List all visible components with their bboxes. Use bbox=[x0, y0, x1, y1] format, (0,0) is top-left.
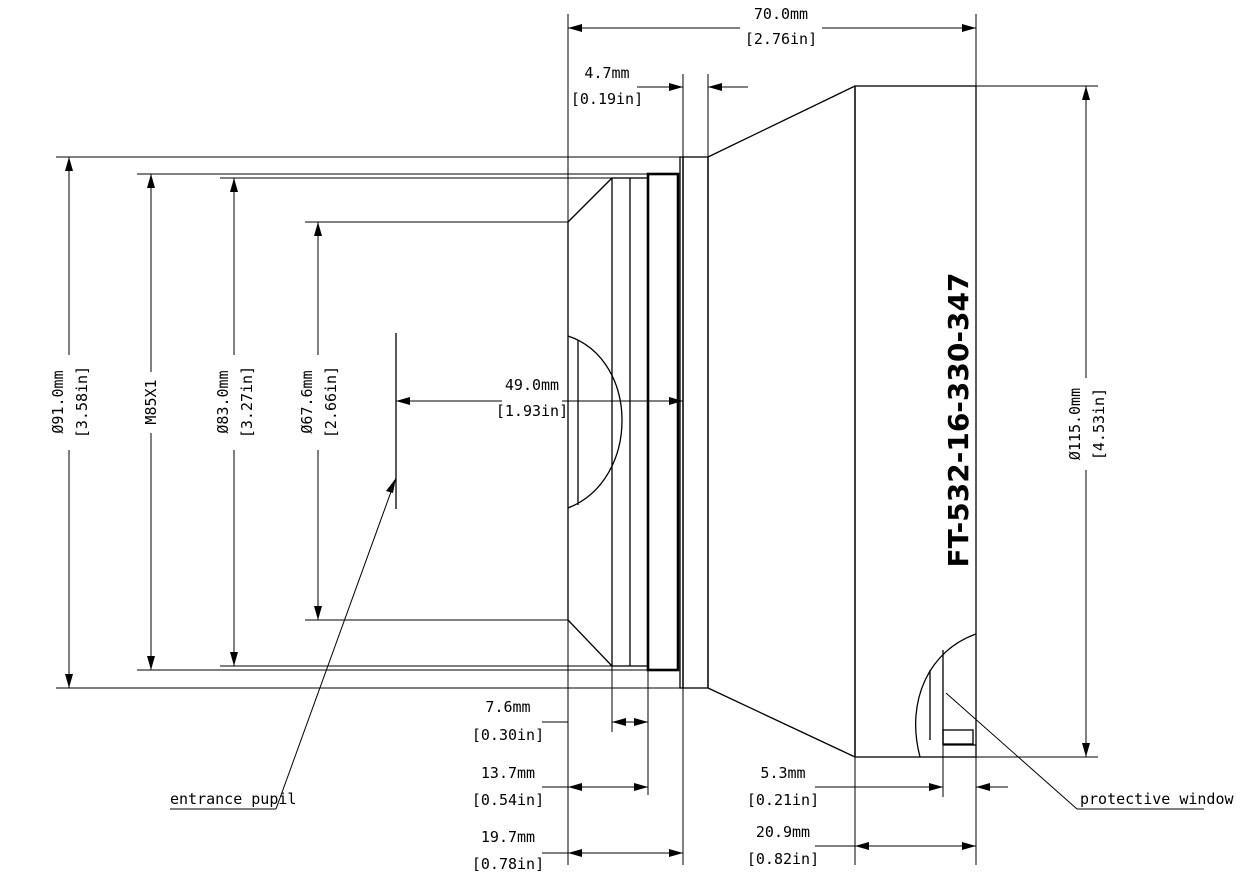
len-19-7-mm: 19.7mm bbox=[481, 828, 535, 846]
thread-label: M85X1 bbox=[142, 379, 160, 424]
len-5-3-in: [0.21in] bbox=[747, 791, 819, 809]
overall-length-in: [2.76in] bbox=[745, 30, 817, 48]
flange-gap-mm: 4.7mm bbox=[584, 64, 629, 82]
dia-83-in: [3.27in] bbox=[238, 366, 256, 438]
dimension-labels: 70.0mm [2.76in] 4.7mm [0.19in] 49.0mm [1… bbox=[49, 5, 1234, 873]
protective-window-label: protective window bbox=[1080, 790, 1234, 808]
len-7-6-mm: 7.6mm bbox=[485, 698, 530, 716]
dia-91-mm: Ø91.0mm bbox=[49, 370, 67, 433]
len-20-9-in: [0.82in] bbox=[747, 850, 819, 868]
len-13-7-mm: 13.7mm bbox=[481, 764, 535, 782]
dia-115-mm: Ø115.0mm bbox=[1066, 388, 1084, 460]
len-7-6-in: [0.30in] bbox=[472, 726, 544, 744]
lens-body bbox=[395, 85, 977, 758]
len-13-7-in: [0.54in] bbox=[472, 791, 544, 809]
dimension-lines bbox=[65, 24, 1090, 857]
extension-lines bbox=[56, 14, 1098, 865]
dia-91-in: [3.58in] bbox=[73, 366, 91, 438]
flange-gap-in: [0.19in] bbox=[571, 90, 643, 108]
overall-length-mm: 70.0mm bbox=[754, 5, 808, 23]
pupil-dist-mm: 49.0mm bbox=[505, 376, 559, 394]
pupil-dist-in: [1.93in] bbox=[496, 402, 568, 420]
len-20-9-mm: 20.9mm bbox=[756, 823, 810, 841]
dia-83-mm: Ø83.0mm bbox=[214, 370, 232, 433]
part-number: FT-532-16-330-347 bbox=[942, 273, 975, 568]
entrance-pupil-label: entrance pupil bbox=[170, 790, 296, 808]
len-5-3-mm: 5.3mm bbox=[760, 764, 805, 782]
callout-leaders bbox=[170, 477, 1204, 810]
dia-115-in: [4.53in] bbox=[1090, 388, 1108, 460]
dia-67-in: [2.66in] bbox=[322, 366, 340, 438]
dia-67-mm: Ø67.6mm bbox=[298, 370, 316, 433]
len-19-7-in: [0.78in] bbox=[472, 855, 544, 873]
